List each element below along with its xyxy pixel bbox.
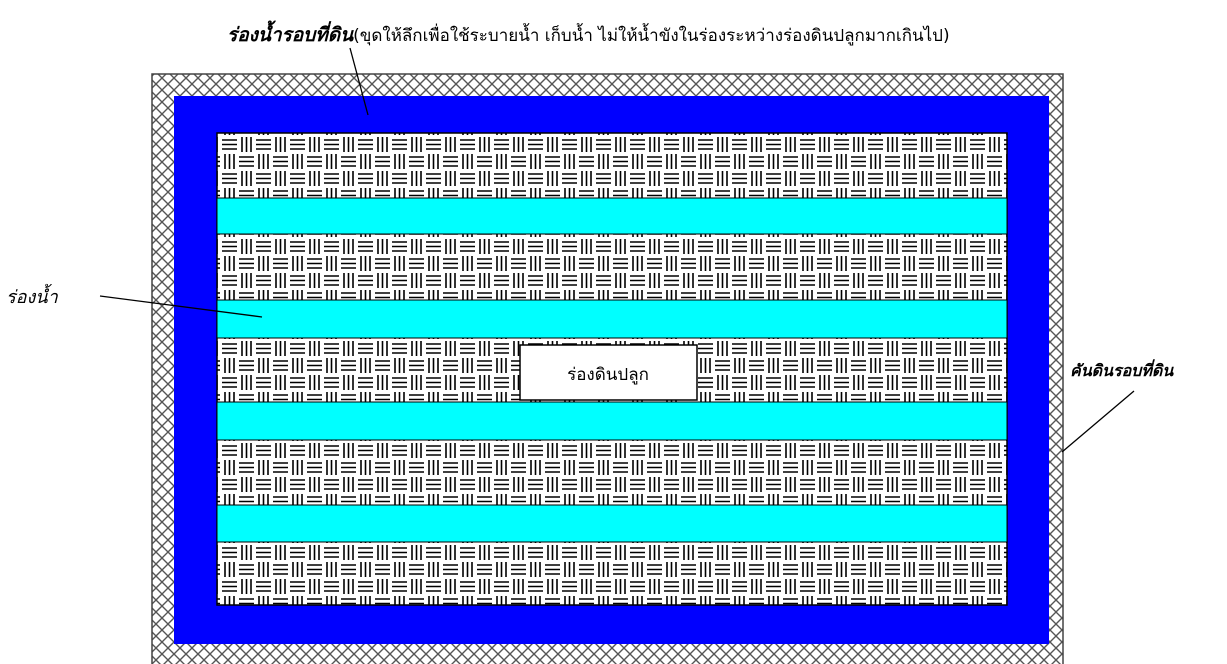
water-channel-leader-line xyxy=(99,295,263,318)
inner-water-channel xyxy=(216,197,1008,235)
inner-water-channel xyxy=(216,504,1008,543)
title-leader-line xyxy=(349,47,369,116)
embankment-label: คันดินรอบที่ดิน xyxy=(1070,359,1174,380)
inner-water-channel xyxy=(216,401,1008,441)
inner-water-channels xyxy=(216,197,1008,543)
embankment-leader-line xyxy=(1061,390,1135,453)
water-channel-label: ร่องน้ำ xyxy=(6,283,59,308)
planting-bed-label-box xyxy=(519,344,698,401)
title-main: ร่องน้ำรอบที่ดิน xyxy=(227,20,354,46)
title: ร่องน้ำรอบที่ดิน(ขุดให้ลึกเพื่อใช้ระบายน… xyxy=(227,20,950,46)
inner-water-channel xyxy=(216,299,1008,339)
title-note: (ขุดให้ลึกเพื่อใช้ระบายน้ำ เก็บน้ำ ไม่ให… xyxy=(353,23,950,46)
planting-bed-label: ร่องดินปลูก xyxy=(567,365,649,385)
